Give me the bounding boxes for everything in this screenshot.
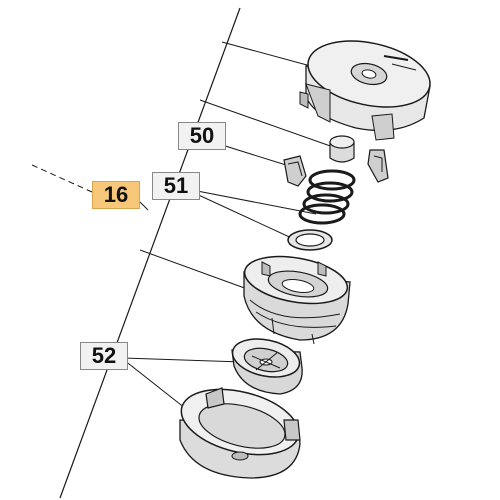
center-insert-part xyxy=(329,135,355,163)
clip-part-right xyxy=(367,149,389,183)
spool-part xyxy=(243,255,351,345)
leader-spool xyxy=(139,249,251,291)
leader-52-b xyxy=(123,359,191,413)
spring-part xyxy=(298,169,356,225)
clip-part-left xyxy=(283,155,307,187)
leader-51-a xyxy=(191,189,317,215)
leader-51-b xyxy=(191,191,297,241)
bottom-housing-part xyxy=(179,387,301,479)
axis-dash-line xyxy=(31,164,93,193)
callout-50: 50 xyxy=(178,122,226,150)
assembly-boundary-line xyxy=(59,7,241,499)
top-cap-part xyxy=(299,40,431,141)
callout-16-leader xyxy=(139,201,149,211)
leader-inner-part xyxy=(199,99,337,149)
washer-ring-part xyxy=(287,229,333,251)
leader-top-cap xyxy=(221,41,319,69)
leader-50 xyxy=(221,144,287,166)
eyelet-part xyxy=(231,338,303,395)
leader-52-a xyxy=(123,357,243,363)
callout-16: 16 xyxy=(92,181,140,209)
callout-51: 51 xyxy=(152,172,200,200)
callout-52: 52 xyxy=(80,342,128,370)
